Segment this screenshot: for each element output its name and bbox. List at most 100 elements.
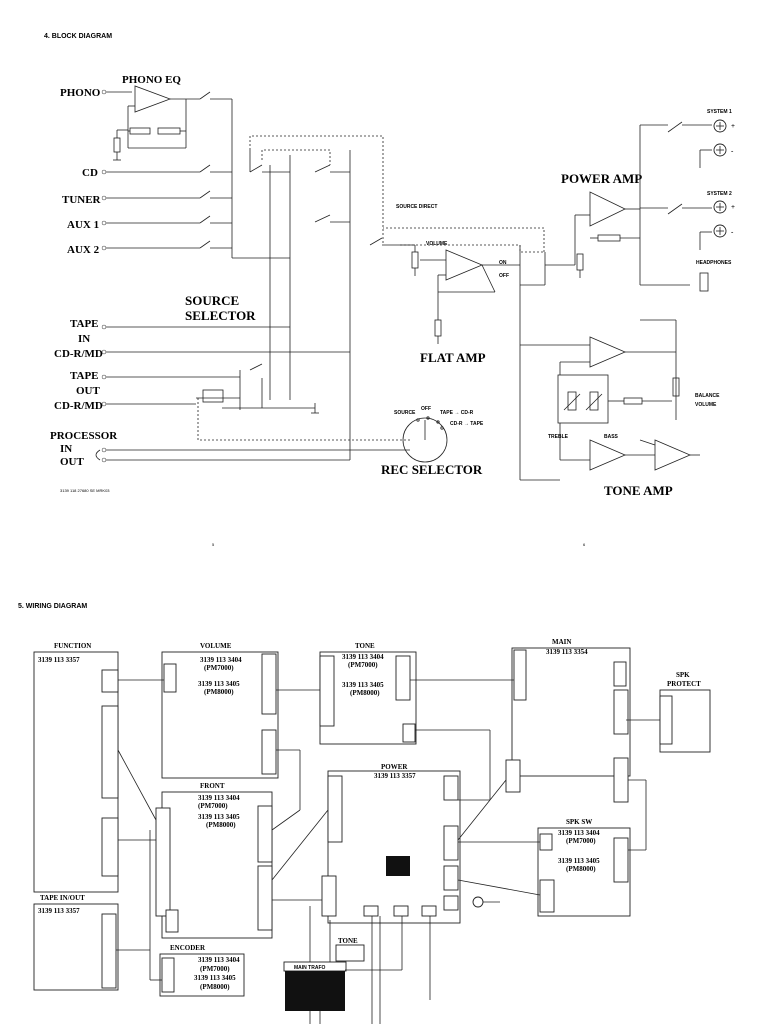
input-phono-label: PHONO <box>60 87 101 99</box>
spk-sw-connector-2 <box>613 837 629 883</box>
power-connector-2 <box>443 775 459 801</box>
balance-volume-label-2: VOLUME <box>695 402 717 408</box>
spk-protect-connector <box>659 695 673 745</box>
tape-out-label-1: TAPE <box>70 370 99 382</box>
power-connector-6 <box>363 905 379 917</box>
power-connector-5 <box>321 875 337 917</box>
encoder-board-model1: (PM7000) <box>200 965 230 973</box>
main-trafo-label: MAIN TRAFO <box>294 965 325 971</box>
main-connector-5 <box>613 757 629 803</box>
rec-tape-cdr-label: TAPE → CD-R <box>440 410 474 416</box>
spk-sw-connector-1 <box>539 833 553 851</box>
system2-plus-sign: + <box>731 203 735 211</box>
function-connector-1 <box>101 669 119 693</box>
rec-cdr-tape-label: CD-R → TAPE <box>450 421 484 427</box>
front-connector-2 <box>257 805 273 863</box>
tone-amp-label: TONE AMP <box>604 483 673 498</box>
headphones-label: HEADPHONES <box>696 260 732 266</box>
encoder-board-code1: 3139 113 3404 <box>198 956 240 964</box>
spk-protect-title-2: PROTECT <box>667 680 701 688</box>
processor-out-label: OUT <box>60 456 85 468</box>
volume-connector-3 <box>261 729 277 775</box>
page-number-left: 5 <box>212 542 215 547</box>
input-aux1-label: AUX 1 <box>67 219 99 231</box>
rec-selector-label: REC SELECTOR <box>381 462 483 477</box>
tone-top-connector-2 <box>395 655 411 701</box>
volume-board-code1: 3139 113 3404 <box>200 656 242 664</box>
flat-amp-off-label: OFF <box>499 273 509 279</box>
power-connector-9 <box>443 895 459 911</box>
function-board-code: 3139 113 3357 <box>38 656 80 664</box>
main-connector-2 <box>613 661 627 687</box>
power-connector-8 <box>421 905 437 917</box>
spk-sw-board-code2: 3139 113 3405 <box>558 857 600 865</box>
source-direct-label: SOURCE DIRECT <box>396 204 437 210</box>
tape-io-connector <box>101 913 117 989</box>
tape-in-label-1: TAPE <box>70 318 99 330</box>
volume-connector-2 <box>261 653 277 715</box>
tape-jacks <box>101 324 107 463</box>
function-connector-2 <box>101 705 119 799</box>
input-cd-label: CD <box>82 167 98 179</box>
tone-top-board-model2: (PM8000) <box>350 689 380 697</box>
front-board-code2: 3139 113 3405 <box>198 813 240 821</box>
spk-sw-board-model1: (PM7000) <box>566 837 596 845</box>
power-amp-label: POWER AMP <box>561 171 642 186</box>
volume-board-code2: 3139 113 3405 <box>198 680 240 688</box>
tone-top-board-code1: 3139 113 3404 <box>342 653 384 661</box>
power-connector-4 <box>443 865 459 891</box>
source-direct-dashed-lines <box>197 135 545 441</box>
source-selector-label-2: SELECTOR <box>185 308 256 323</box>
encoder-board-title: ENCODER <box>170 944 206 952</box>
tone-top-connector-3 <box>402 723 416 743</box>
main-trafo-block <box>285 971 345 1011</box>
wiring-diagram-heading: 5. WIRING DIAGRAM <box>18 603 87 610</box>
system1-plus-sign: + <box>731 122 735 130</box>
balance-volume-label-1: BALANCE <box>695 393 720 399</box>
system2-label: SYSTEM 2 <box>707 191 732 197</box>
tone-top-board-code2: 3139 113 3405 <box>342 681 384 689</box>
tone-bottom-title: TONE <box>338 937 358 945</box>
encoder-board-code2: 3139 113 3405 <box>194 974 236 982</box>
tape-out-label-2: OUT <box>76 385 101 397</box>
power-connector-7 <box>393 905 409 917</box>
power-board-code: 3139 113 3357 <box>374 772 416 780</box>
main-connector-4 <box>505 759 521 793</box>
main-connector-3 <box>613 689 629 735</box>
function-board-title: FUNCTION <box>54 642 91 650</box>
rec-off-label: OFF <box>421 406 431 412</box>
main-board-code: 3139 113 3354 <box>546 648 588 656</box>
front-connector-1 <box>155 807 171 917</box>
rec-selector-dial <box>402 416 448 463</box>
volume-label: VOLUME <box>426 241 448 247</box>
tone-top-board-title: TONE <box>355 642 375 650</box>
block-diagram-heading: 4. BLOCK DIAGRAM <box>44 33 112 40</box>
tone-top-board-model1: (PM7000) <box>348 661 378 669</box>
rec-source-label: SOURCE <box>394 410 416 416</box>
volume-board-model1: (PM7000) <box>204 664 234 672</box>
bass-label: BASS <box>604 434 619 440</box>
front-board-model1: (PM7000) <box>198 802 228 810</box>
power-board <box>327 770 461 924</box>
input-aux2-label: AUX 2 <box>67 244 100 256</box>
front-board-title: FRONT <box>200 782 225 790</box>
phono-eq-label: PHONO EQ <box>122 74 181 86</box>
main-board-title: MAIN <box>552 638 571 646</box>
front-board-code1: 3139 113 3404 <box>198 794 240 802</box>
spk-sw-board-model2: (PM8000) <box>566 865 596 873</box>
tone-section <box>520 319 700 481</box>
power-board-title: POWER <box>381 763 408 771</box>
input-tuner-label: TUNER <box>62 194 102 206</box>
flat-amp <box>400 244 520 344</box>
power-regulator-chip <box>386 856 410 876</box>
front-board-model2: (PM8000) <box>206 821 236 829</box>
flat-amp-on-label: ON <box>499 260 507 266</box>
power-connector-3 <box>443 825 459 861</box>
phono-eq-amp <box>113 85 200 161</box>
encoder-board-model2: (PM8000) <box>200 983 230 991</box>
spk-sw-board-code1: 3139 113 3404 <box>558 829 600 837</box>
system1-minus-sign: - <box>731 147 734 155</box>
front-board <box>161 791 273 939</box>
tone-top-connector-1 <box>319 655 335 727</box>
